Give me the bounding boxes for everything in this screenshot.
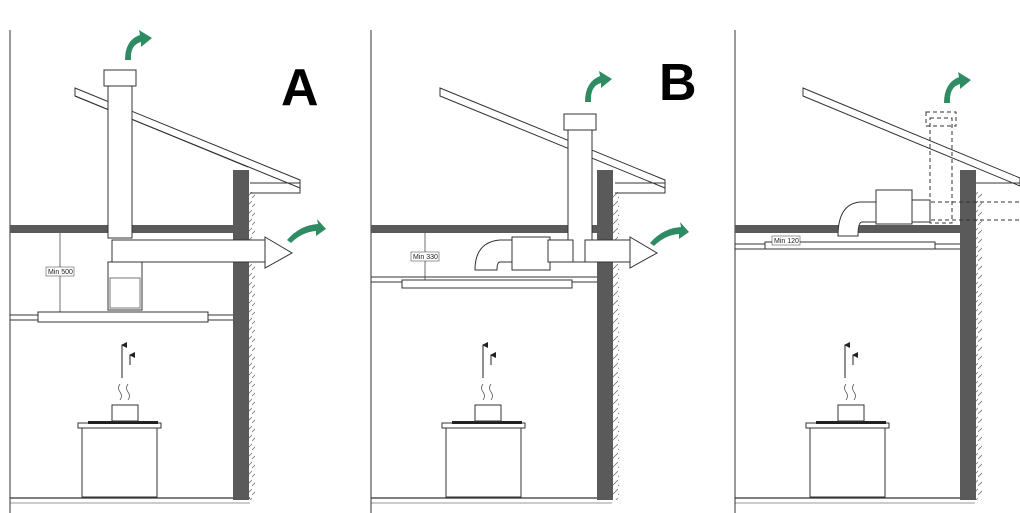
rising-air-arrows-icon bbox=[121, 342, 135, 378]
steam-pot-icon bbox=[111, 383, 139, 422]
airflow-arrow-icon bbox=[585, 71, 612, 102]
dimension-label: Min 120 bbox=[774, 238, 799, 245]
airflow-arrow-icon bbox=[287, 219, 326, 243]
dimension-label: Min 330 bbox=[413, 254, 438, 261]
steam-pot-icon bbox=[837, 383, 865, 422]
panel-c: Min 120 bbox=[735, 72, 1020, 504]
rising-air-arrows-icon bbox=[482, 342, 496, 378]
panel-letter-a: A bbox=[281, 59, 319, 117]
panel-b: Min 330 bbox=[371, 71, 689, 504]
rising-air-arrows-icon bbox=[844, 342, 858, 378]
airflow-arrow-icon bbox=[650, 222, 689, 246]
panel-letter-b: B bbox=[659, 54, 697, 112]
panel-a: Min 500 bbox=[9, 30, 326, 513]
dimension-label: Min 500 bbox=[48, 269, 73, 276]
exterior-wall bbox=[233, 170, 249, 500]
airflow-arrow-icon bbox=[944, 72, 971, 103]
airflow-arrow-icon bbox=[125, 30, 152, 60]
steam-pot-icon bbox=[474, 383, 502, 422]
